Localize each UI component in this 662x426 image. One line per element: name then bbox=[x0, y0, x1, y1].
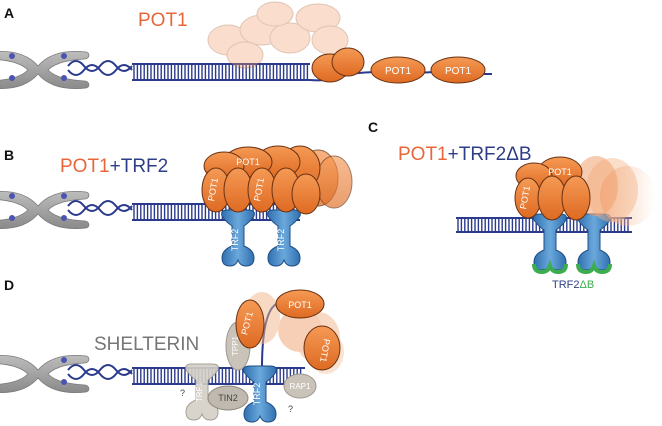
trf1-protein: TRF1 bbox=[185, 363, 219, 421]
panel-b: B POT1+TRF2 TRF2 TRF2 bbox=[0, 145, 353, 267]
svg-text:POT1: POT1 bbox=[318, 338, 332, 363]
svg-text:TPP1: TPP1 bbox=[231, 335, 240, 356]
dna-ladder-a bbox=[132, 63, 310, 81]
panel-letter-d: D bbox=[4, 277, 14, 293]
svg-text:POT1: POT1 bbox=[288, 300, 312, 310]
panel-letter-c: C bbox=[368, 119, 378, 135]
trf2-protein: TRF2 bbox=[243, 365, 277, 423]
svg-text:POT1: POT1 bbox=[236, 157, 260, 167]
panel-d-title: SHELTERIN bbox=[94, 334, 199, 355]
unknown-factor-mark: ? bbox=[180, 388, 185, 398]
trf2-delta-b-protein bbox=[532, 213, 568, 275]
pot1-protein: POT1 bbox=[430, 56, 486, 84]
rap1-protein: RAP1 bbox=[283, 373, 317, 399]
pot1-protein: POT1 bbox=[235, 299, 265, 349]
svg-text:TRF2: TRF2 bbox=[230, 229, 240, 252]
pot1-cluster-a bbox=[311, 47, 365, 83]
svg-text:POT1: POT1 bbox=[385, 66, 412, 77]
panel-b-title: POT1+TRF2 bbox=[60, 156, 168, 177]
panel-a-title: POT1 bbox=[138, 10, 188, 31]
svg-text:POT1: POT1 bbox=[206, 177, 220, 202]
dna-twist bbox=[67, 60, 133, 72]
pot1-protein: POT1 bbox=[370, 56, 426, 84]
panel-c: C POT1+TRF2ΔB TRF2ΔB bbox=[368, 119, 656, 291]
pot1-protein: POT1 bbox=[275, 289, 325, 319]
svg-text:POT1: POT1 bbox=[548, 167, 572, 177]
panel-letter-b: B bbox=[4, 147, 14, 163]
pot1-motion-ghosts bbox=[207, 1, 349, 69]
trf2-delta-b-label: TRF2ΔB bbox=[552, 279, 594, 291]
pot1-motion-blur bbox=[574, 156, 656, 226]
panel-a: A POT1 bbox=[0, 1, 492, 90]
pot1-cluster-b: POT1 POT1 POT1 bbox=[201, 145, 353, 215]
svg-text:RAP1: RAP1 bbox=[290, 382, 311, 391]
panel-d: D SHELTERIN TRF1 TPP1 TIN2 RAP1 bbox=[0, 277, 344, 423]
chromosome-icon bbox=[0, 354, 90, 394]
trf2-delta-b-protein bbox=[576, 213, 612, 275]
dna-ladder-d bbox=[132, 367, 305, 385]
panel-c-title: POT1+TRF2ΔB bbox=[398, 144, 532, 165]
svg-text:POT1: POT1 bbox=[518, 185, 532, 210]
svg-text:POT1: POT1 bbox=[445, 66, 472, 77]
trf2-protein: TRF2 bbox=[267, 209, 301, 267]
svg-text:POT1: POT1 bbox=[252, 177, 266, 202]
tin2-protein: TIN2 bbox=[207, 385, 249, 411]
svg-text:TRF2: TRF2 bbox=[252, 383, 262, 406]
svg-text:TRF1: TRF1 bbox=[195, 381, 204, 402]
pot1-cluster-c: POT1 POT1 bbox=[514, 156, 591, 221]
trf2-protein: TRF2 bbox=[221, 209, 255, 267]
svg-text:TRF2: TRF2 bbox=[276, 229, 286, 252]
unknown-factor-mark: ? bbox=[288, 404, 293, 414]
svg-text:TIN2: TIN2 bbox=[218, 393, 238, 403]
panel-letter-a: A bbox=[4, 5, 14, 21]
pot1-protein: POT1 bbox=[303, 325, 341, 371]
